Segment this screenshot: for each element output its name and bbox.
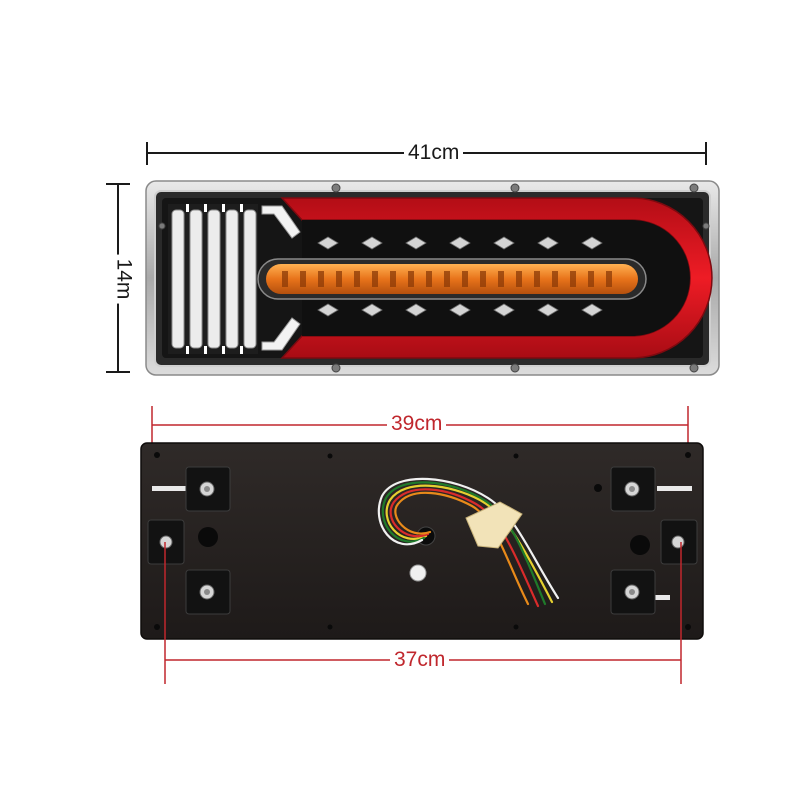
sticker-label	[409, 564, 427, 582]
tail-lamp-front	[145, 180, 720, 376]
height-label: 14m	[110, 254, 137, 304]
width-top-label: 41cm	[404, 140, 464, 166]
mount-blocks	[147, 466, 698, 615]
reverse-light-section	[168, 204, 258, 354]
tail-lamp-back	[140, 442, 704, 640]
turn-signal-bar	[257, 258, 647, 300]
width-bolts-label: 37cm	[390, 647, 450, 673]
wiring-harness	[377, 477, 560, 608]
width-mounting-label: 39cm	[387, 411, 447, 437]
reflector-diamonds	[317, 236, 603, 317]
